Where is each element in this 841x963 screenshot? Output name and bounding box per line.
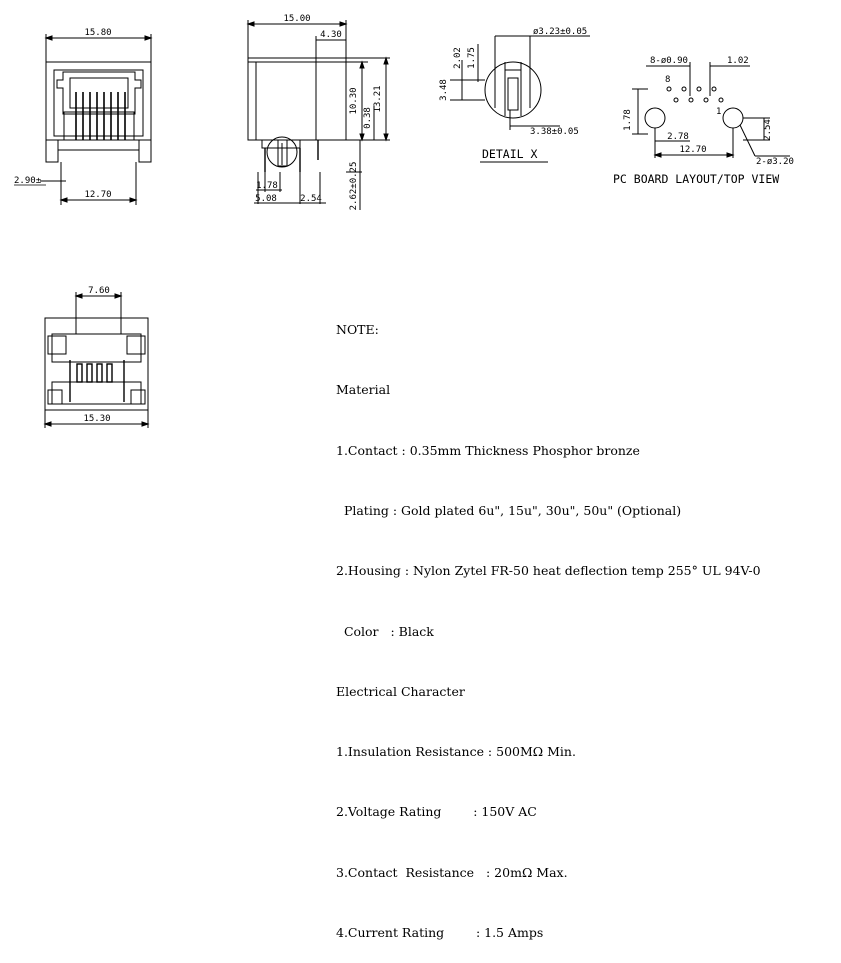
dim-side-pin-pitch-b: 2.54: [300, 194, 322, 204]
pcb-signal-holes: [666, 86, 724, 103]
side-body: [247, 57, 347, 141]
pcb-pin-last: 1: [716, 107, 721, 117]
front-post-left: [45, 139, 59, 163]
front-view: 15.80 2.90± 12.70: [14, 28, 153, 205]
dim-pcb-post-offset: 2.54: [763, 119, 773, 141]
pcb-post-hole-left: [644, 107, 666, 129]
dim-side-depth: 4.30: [320, 30, 342, 40]
note-line: 4.Current Rating : 1.5 Amps: [336, 925, 544, 940]
rj45-port: [56, 71, 142, 115]
dim-front-offset: 2.90±: [14, 176, 42, 186]
dim-side-gap: 0.38: [363, 107, 373, 129]
dim-detail-a: 2.02: [453, 47, 463, 69]
pcb-caption: PC BOARD LAYOUT/TOP VIEW: [613, 172, 779, 186]
bottom-view: 7.60 15.30: [43, 286, 150, 428]
pcb-pin-first: 8: [665, 75, 670, 85]
note-line: Color : Black: [336, 623, 434, 639]
dim-pcb-offset: 2.78: [667, 132, 689, 142]
note-line: Electrical Character: [336, 683, 465, 699]
bottom-contacts: [69, 360, 125, 402]
dim-detail-c: 3.48: [439, 79, 449, 101]
dim-side-height-total: 13.21: [373, 85, 383, 112]
detail-caption: DETAIL X: [482, 147, 537, 161]
note-line: Plating : Gold plated 6u", 15u", 30u", 5…: [336, 503, 682, 519]
note-line: NOTE:: [336, 322, 379, 338]
dim-pcb-span: 12.70: [679, 145, 706, 155]
dim-side-pin-offset: 5.08: [255, 194, 277, 204]
pcb-layout-view: 8-ø0.90 1.02 8 1 1.78 2.78 12.70: [613, 56, 794, 186]
spec-notes: NOTE: Material 1.Contact : 0.35mm Thickn…: [336, 280, 761, 963]
note-line: 1.Insulation Resistance : 500MΩ Min.: [336, 744, 576, 760]
dim-front-width-bottom: 12.70: [84, 190, 111, 200]
dim-detail-diameter: ø3.23±0.05: [533, 27, 587, 37]
detail-x-view: ø3.23±0.05 2.02 1.75 3.48 3.38±0.05 DETA…: [439, 27, 590, 163]
dim-side-height-inner: 10.30: [349, 87, 359, 114]
front-contacts: [75, 92, 126, 140]
dim-side-length: 15.00: [283, 14, 310, 24]
note-line: 3.Contact Resistance : 20mΩ Max.: [336, 864, 568, 880]
dim-pcb-holes: 8-ø0.90: [650, 56, 688, 66]
dim-pcb-row-gap: 1.78: [623, 109, 633, 131]
dim-side-pin-pitch-a: 1.78: [256, 181, 278, 191]
dim-detail-width: 3.38±0.05: [530, 127, 579, 137]
technical-drawing: 15.80 2.90± 12.70: [14, 14, 794, 428]
note-line: Material: [336, 382, 391, 398]
detail-x-marker: [266, 136, 298, 168]
dim-pcb-pitch: 1.02: [727, 56, 749, 66]
note-line: 1.Contact : 0.35mm Thickness Phosphor br…: [336, 442, 640, 458]
detail-circle: [484, 61, 542, 119]
dim-side-pin-length: 2.62±0.25: [349, 162, 359, 211]
dim-front-width-top: 15.80: [84, 28, 111, 38]
dim-bottom-width-bottom: 15.30: [83, 414, 110, 424]
note-line: 2.Voltage Rating : 150V AC: [336, 804, 537, 820]
note-line: 2.Housing : Nylon Zytel FR-50 heat defle…: [336, 563, 761, 579]
side-view: 15.00 4.30 10.30 13.21 0.38 2.62±0.: [246, 14, 390, 211]
dim-detail-b: 1.75: [467, 47, 477, 69]
front-post-right: [138, 139, 152, 163]
dim-pcb-posts: 2-ø3.20: [756, 157, 794, 167]
dim-bottom-width-top: 7.60: [88, 286, 110, 296]
